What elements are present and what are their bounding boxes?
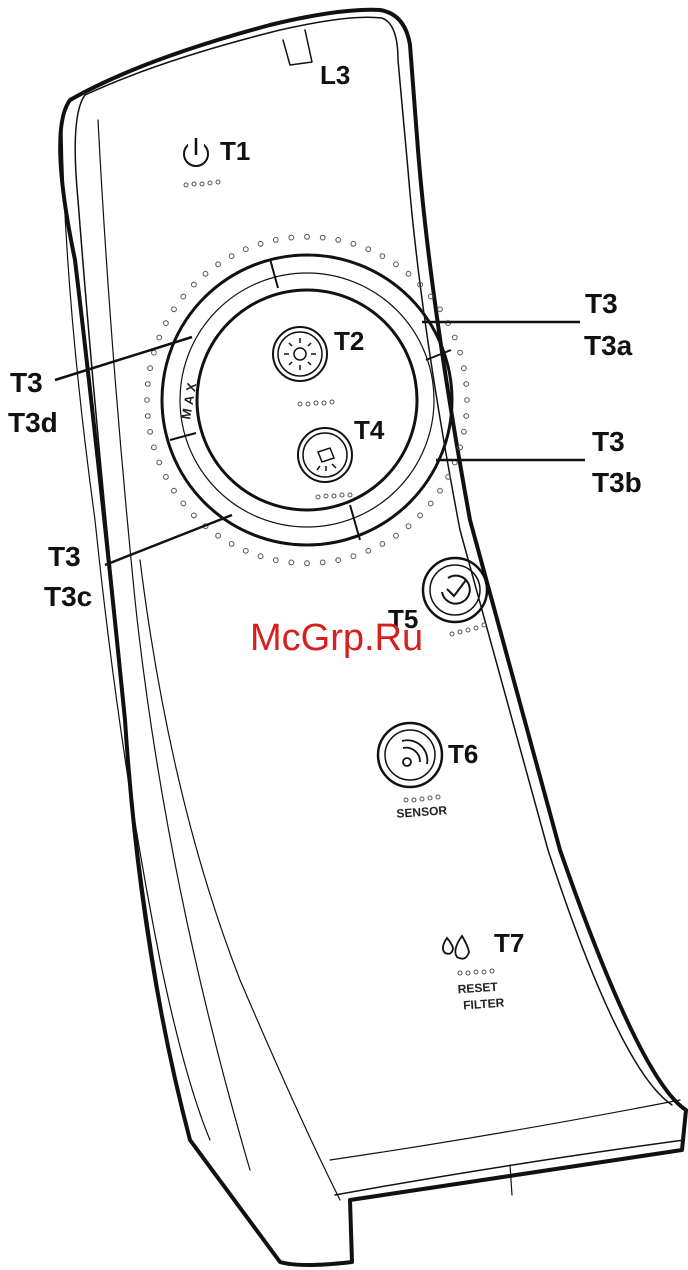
ring-led-dot: [273, 238, 278, 243]
ring-led-dot: [289, 235, 294, 240]
label-t3-left-bottom: T3: [48, 541, 81, 572]
ambient-led-dots: [316, 493, 352, 499]
ring-led-dot: [465, 398, 470, 403]
reset-label: RESET: [457, 980, 499, 997]
ring-led-dot: [366, 548, 371, 553]
ring-led-dot: [216, 533, 221, 538]
ring-led-dot: [243, 548, 248, 553]
ring-led-dot: [394, 533, 399, 538]
ring-led-dot: [458, 350, 463, 355]
sun-icon: [284, 338, 316, 370]
ring-led-dot: [462, 366, 467, 371]
ring-led-dot: [336, 558, 341, 563]
ring-led-dot: [172, 488, 177, 493]
ring-led-dot: [145, 414, 150, 419]
ring-led-dot: [148, 429, 153, 434]
ring-led-dot: [181, 501, 186, 506]
water-drops-icon: [443, 936, 469, 959]
ring-led-dot: [464, 414, 469, 419]
dial-t3[interactable]: [162, 255, 452, 545]
watermark: McGrp.Ru: [250, 617, 423, 659]
filter-label: FILTER: [463, 996, 505, 1013]
lamp-icon: [317, 448, 336, 471]
leader-t3c: [105, 515, 232, 565]
ring-led-dot: [418, 513, 423, 518]
ring-led-dot: [464, 382, 469, 387]
ring-led-dot: [164, 475, 169, 480]
ring-led-dot: [320, 560, 325, 565]
label-t3-left-top: T3: [10, 367, 43, 398]
label-t4: T4: [354, 415, 385, 445]
leader-lines: [55, 322, 585, 565]
label-t2: T2: [334, 326, 364, 356]
ring-led-dot: [351, 554, 356, 559]
ring-led-dot: [145, 382, 150, 387]
ring-led-dot: [229, 542, 234, 547]
ring-led-dot: [289, 560, 294, 565]
ring-led-dot: [380, 542, 385, 547]
ambient-button-t4[interactable]: [298, 428, 352, 499]
label-t3-right-bottom: T3: [592, 426, 625, 457]
ring-led-dot: [438, 488, 443, 493]
sensor-waves-icon: [402, 740, 427, 766]
ring-led-dot: [152, 445, 157, 450]
ring-led-dot: [152, 350, 157, 355]
ring-led-dot: [172, 307, 177, 312]
ring-led-dot: [351, 241, 356, 246]
ring-led-dot: [243, 247, 248, 252]
filter-led-dots: [458, 969, 494, 975]
ring-led-dot: [157, 335, 162, 340]
label-t6: T6: [448, 739, 478, 769]
ring-led-dot: [336, 238, 341, 243]
ring-led-dot: [452, 335, 457, 340]
ring-led-dot: [438, 307, 443, 312]
ring-led-dot: [406, 271, 411, 276]
ring-led-dot: [273, 558, 278, 563]
power-led-dots: [184, 180, 220, 187]
ring-led-dot: [406, 524, 411, 529]
sensor-button-t6[interactable]: SENSOR: [378, 723, 448, 821]
sensor-label: SENSOR: [396, 803, 448, 821]
ring-led-dot: [148, 366, 153, 371]
ring-led-dot: [320, 235, 325, 240]
ring-led-dot: [157, 460, 162, 465]
light-led-dots: [298, 400, 334, 406]
ring-led-dot: [229, 254, 234, 259]
ring-led-dot: [216, 262, 221, 267]
ring-led-dot: [428, 501, 433, 506]
label-t3c: T3c: [44, 581, 92, 612]
power-button-t1[interactable]: [184, 136, 220, 187]
ring-led-dot: [145, 398, 150, 403]
ring-led-dot: [192, 513, 197, 518]
ring-led-dot: [366, 247, 371, 252]
label-t3-right-top: T3: [585, 288, 618, 319]
label-l3: L3: [320, 60, 350, 90]
ring-led-dot: [192, 282, 197, 287]
label-t3a: T3a: [584, 330, 633, 361]
label-t1: T1: [220, 136, 250, 166]
ring-led-dot: [203, 271, 208, 276]
ring-led-dot: [305, 561, 310, 566]
label-t3d: T3d: [8, 407, 58, 438]
timer-led-dots: [450, 623, 486, 636]
label-t3b: T3b: [592, 467, 642, 498]
timer-button-t5[interactable]: [423, 558, 487, 636]
ring-led-dot: [380, 254, 385, 259]
light-button-t2[interactable]: [273, 327, 334, 406]
ring-led-dot: [258, 241, 263, 246]
sensor-led-dots: [404, 795, 440, 802]
ring-led-dot: [462, 429, 467, 434]
ring-led-dot: [394, 262, 399, 267]
ring-led-dot: [181, 294, 186, 299]
ring-led-dot: [258, 554, 263, 559]
check-clock-icon: [442, 576, 470, 604]
ring-led-dot: [305, 234, 310, 239]
ring-led-dot: [164, 321, 169, 326]
label-t7: T7: [494, 928, 524, 958]
